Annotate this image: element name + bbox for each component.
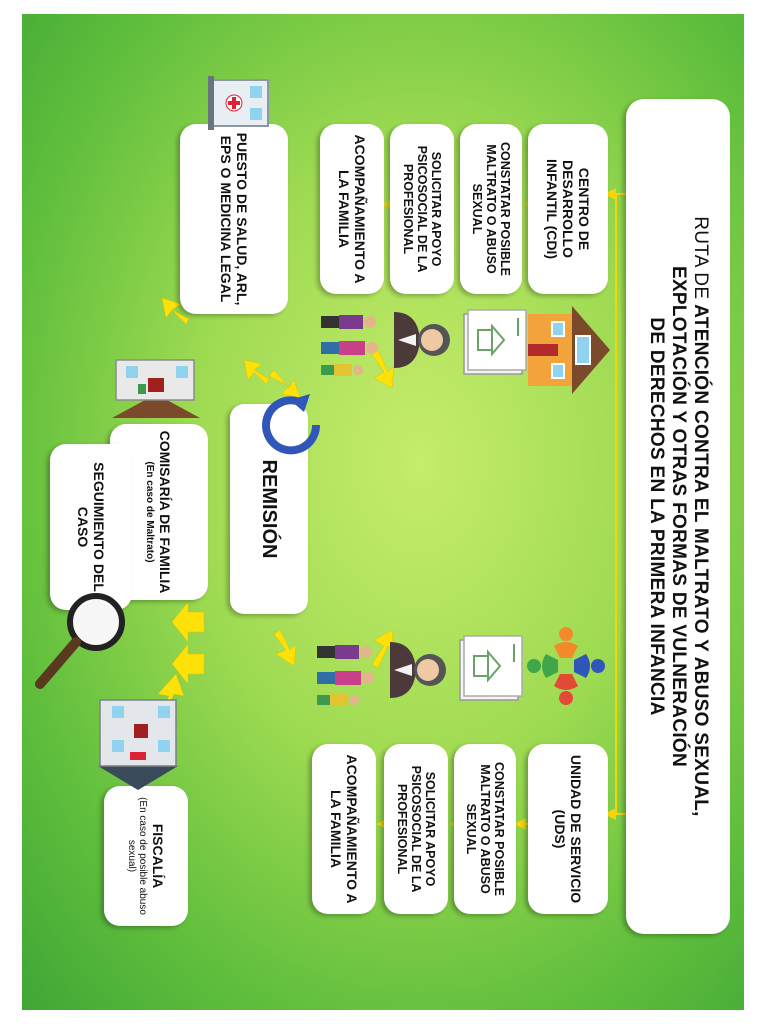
house-icon [528,306,610,394]
cdi-solicitar-box: SOLICITAR APOYO PSICOSOCIAL DE LA PROFES… [390,124,454,294]
uds-solicitar-box: SOLICITAR APOYO PSICOSOCIAL DE LA PROFES… [384,744,448,914]
arrow-remision-uds-back [273,629,297,667]
flow-canvas: RUTA DE ATENCIÓN CONTRA EL MALTRATO Y AB… [22,14,744,1010]
uds-constatar-box: CONSTATAR POSIBLE MALTRATO O ABUSO SEXUA… [454,744,516,914]
hospital-icon [208,76,269,130]
arrow-puesto-remision [268,369,301,399]
poster: RUTA DE ATENCIÓN CONTRA EL MALTRATO Y AB… [22,14,744,1010]
document-icon [459,635,523,701]
connector-title [615,193,626,815]
document-icon [463,309,527,375]
arrow-comisaria-fiscalia-2 [171,643,205,685]
puesto-salud-box: PUESTO DE SALUD, ARL, EPS O MEDICINA LEG… [180,124,288,314]
fiscalia-box: FISCALÍA (En caso de posible abuso sexua… [104,786,188,926]
title-box: RUTA DE ATENCIÓN CONTRA EL MALTRATO Y AB… [626,99,730,934]
family-icon [321,315,378,376]
house-icon [112,359,200,418]
psychologist-icon [390,642,446,698]
arrow-uds-remision [371,629,395,669]
arrow-cdi-remision [371,349,395,389]
psychologist-icon [394,312,450,368]
people-circle-icon [527,627,605,705]
arrow-puesto-comisaria [161,297,190,325]
title-prefix: RUTA DE [690,216,711,300]
courthouse-icon [98,699,178,790]
title-line3: DE DERECHOS EN LA PRIMERA INFANCIA [646,317,667,716]
arrow-comisaria-fiscalia-1 [171,601,205,643]
refresh-icon [262,394,321,455]
arrow-remision-comisaria [243,359,270,385]
cdi-constatar-box: CONSTATAR POSIBLE MALTRATO O ABUSO SEXUA… [460,124,522,294]
title-line2: EXPLOTACIÓN Y OTRAS FORMAS DE VULNERACIÓ… [668,265,689,768]
seguimiento-box: SEGUIMIENTO DEL CASO [50,444,132,610]
magnifier-icon [35,593,125,689]
uds-box: UNIDAD DE SERVICIO (UDS) [528,744,608,914]
uds-acompanamiento-box: ACOMPAÑAMIENTO A LA FAMILIA [312,744,376,914]
title-line1: RUTA DE ATENCIÓN CONTRA EL MALTRATO Y AB… [690,216,711,817]
family-icon [317,645,374,706]
cdi-box: CENTRO DE DESARROLLO INFANTIL (CDI) [528,124,608,294]
cdi-acompanamiento-box: ACOMPAÑAMIENTO A LA FAMILIA [320,124,384,294]
